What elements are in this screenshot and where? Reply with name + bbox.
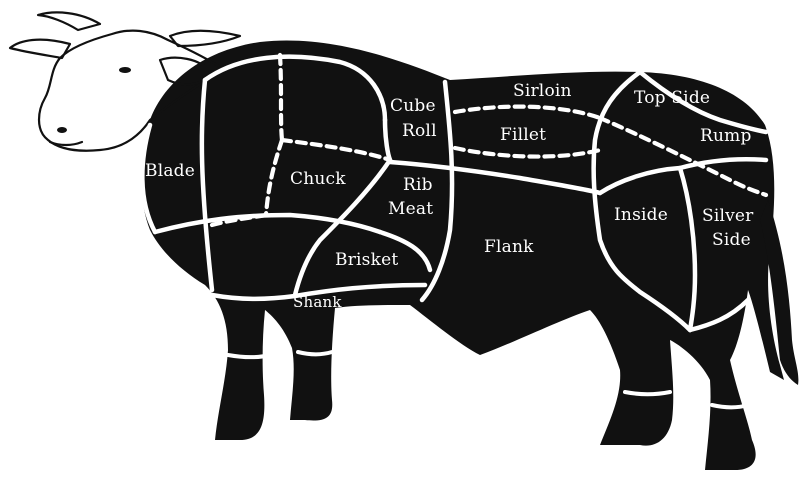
label-cube: Cube xyxy=(390,96,436,116)
cow-horn-right xyxy=(170,31,240,46)
label-flank: Flank xyxy=(484,237,534,257)
label-meat: Meat xyxy=(388,199,433,219)
label-shank: Shank xyxy=(293,293,342,311)
label-roll: Roll xyxy=(402,121,437,141)
cow-horn-left xyxy=(38,12,100,30)
label-silver: Silver xyxy=(702,206,754,226)
label-brisket: Brisket xyxy=(335,250,398,270)
cow-mouth xyxy=(50,142,82,145)
label-top-side: Top Side xyxy=(634,88,710,108)
label-fillet: Fillet xyxy=(500,125,546,145)
label-inside: Inside xyxy=(614,205,668,225)
label-side: Side xyxy=(712,230,751,250)
label-sirloin: Sirloin xyxy=(513,81,572,101)
leg-band-front-left xyxy=(228,355,270,357)
cow-ear-left xyxy=(10,40,70,58)
cow-eye xyxy=(119,67,131,73)
label-rump: Rump xyxy=(700,126,752,146)
leg-band-front-right xyxy=(298,352,332,354)
cow-nostril xyxy=(57,127,67,133)
label-rib: Rib xyxy=(403,175,433,195)
label-blade: Blade xyxy=(145,161,195,181)
label-chuck: Chuck xyxy=(290,169,346,189)
leg-band-hind-left xyxy=(625,392,670,394)
